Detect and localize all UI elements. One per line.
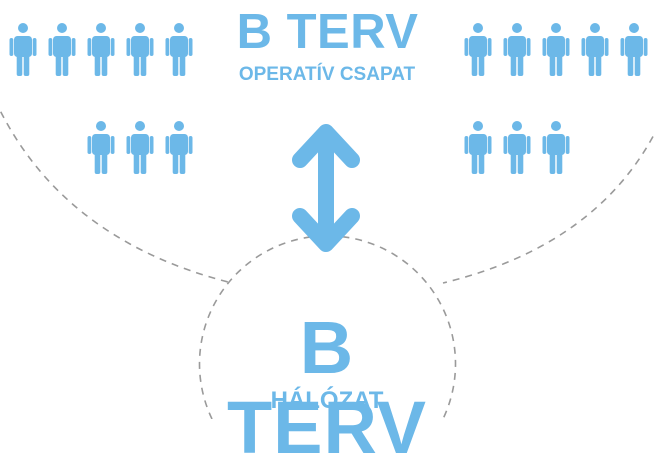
left-dashed-arc [0, 108, 233, 284]
person-icon [581, 23, 609, 76]
person-icon [87, 121, 115, 174]
person-icon [126, 23, 154, 76]
diagram-canvas [0, 23, 654, 419]
person-icon [620, 23, 648, 76]
person-icon [542, 23, 570, 76]
person-icon [48, 23, 76, 76]
double-arrow-icon [292, 124, 360, 252]
person-icon [464, 23, 492, 76]
network-dashed-circle [198, 235, 457, 419]
person-icon [503, 121, 531, 174]
person-icon [165, 23, 193, 76]
right-dashed-arc [442, 132, 654, 284]
person-icon [165, 121, 193, 174]
person-icon [542, 121, 570, 174]
operative-team-subtitle: OPERATÍV CSAPAT [238, 64, 416, 85]
person-icon [464, 121, 492, 174]
person-icon [503, 23, 531, 76]
person-icon [87, 23, 115, 76]
right-people-group [464, 23, 648, 174]
person-icon [126, 121, 154, 174]
operative-team-title: B TERV [236, 5, 419, 59]
network-subtitle: HÁLÓZAT [270, 387, 384, 414]
person-icon [9, 23, 37, 76]
left-people-group [9, 23, 193, 174]
